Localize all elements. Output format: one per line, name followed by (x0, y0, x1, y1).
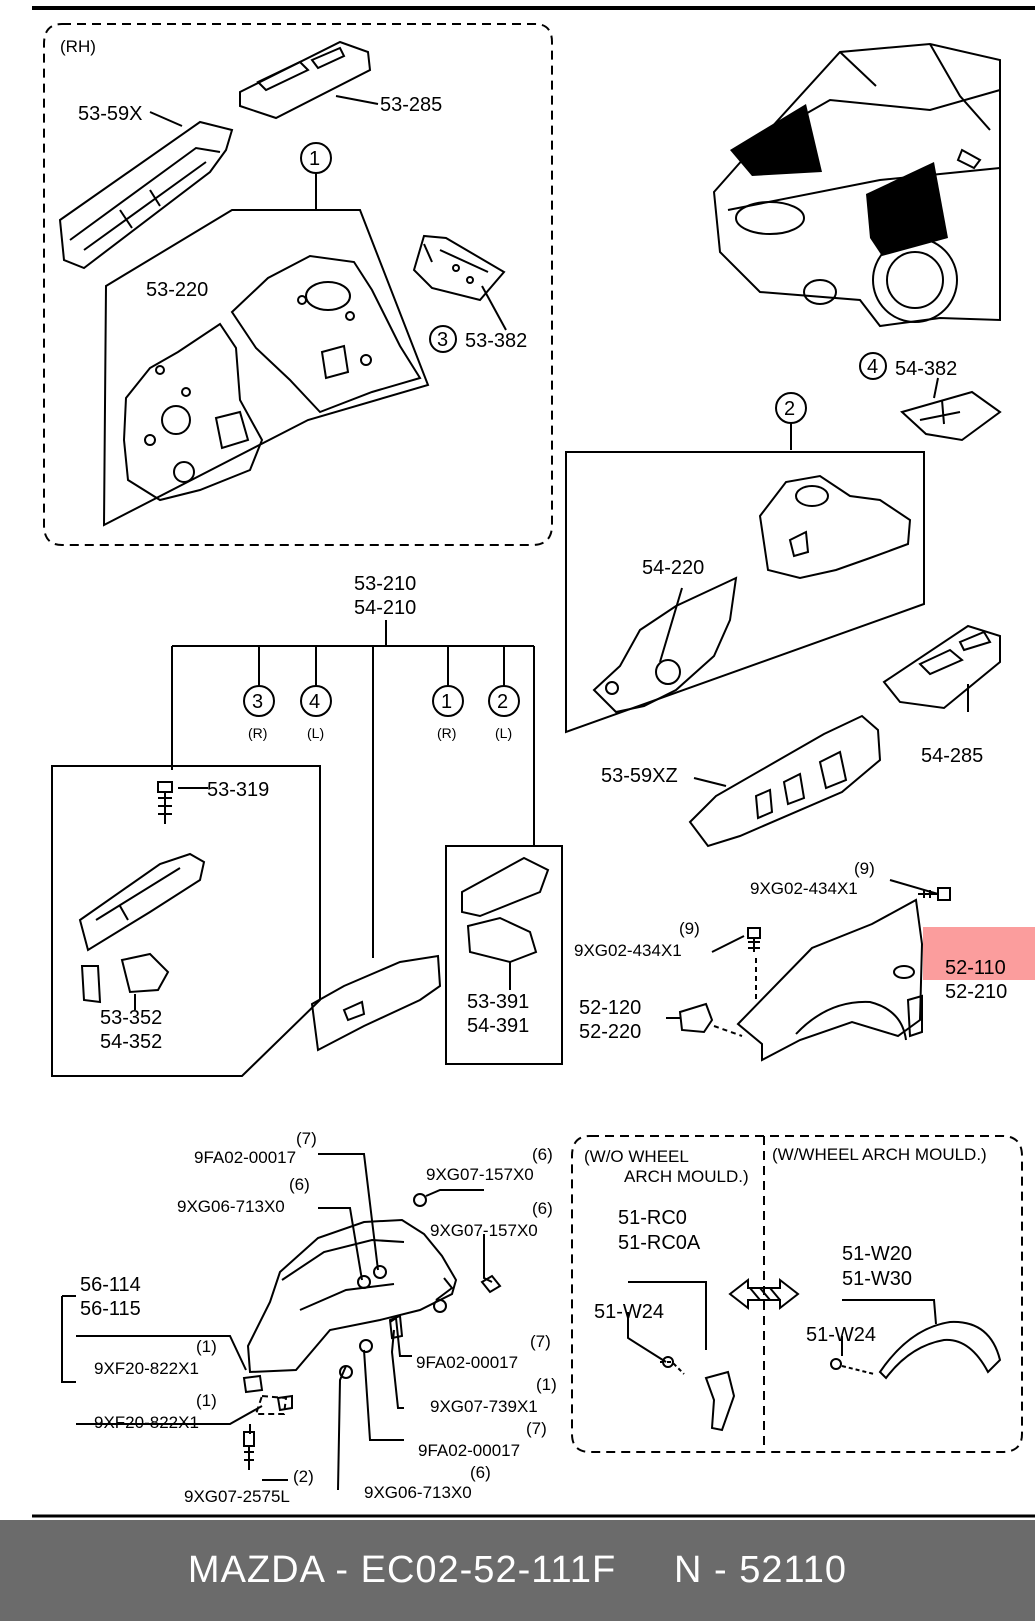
label-wo-wheel-1: (W/O WHEEL (584, 1147, 689, 1166)
qty-1b: (1) (196, 1391, 217, 1410)
highlight-52-110 (923, 927, 1035, 980)
label-9xg07-257: 9XG07-2575L (184, 1487, 290, 1506)
qty-6d: (6) (470, 1463, 491, 1482)
label-9xg02-mid: 9XG02-434X1 (574, 941, 682, 960)
qty-6c: (6) (532, 1199, 553, 1218)
sub-l-2: (L) (495, 725, 512, 741)
label-56-115: 56-115 (80, 1298, 141, 1320)
label-54-382: 54-382 (895, 358, 957, 380)
part-53-220 (122, 322, 264, 502)
qty-6a: (6) (289, 1175, 310, 1194)
label-56-114: 56-114 (80, 1274, 141, 1296)
label-53-391: 53-391 (467, 991, 529, 1013)
bolt-icon (747, 927, 761, 952)
double-arrow-icon (728, 1277, 800, 1311)
label-54-210: 54-210 (354, 597, 416, 619)
sub-r-1: (R) (248, 725, 267, 741)
label-53-59xz: 53-59XZ (601, 765, 678, 787)
label-51-w24b: 51-W24 (806, 1324, 876, 1346)
label-53-59x: 53-59X (78, 103, 143, 125)
part-53-382 (412, 234, 506, 302)
label-53-382: 53-382 (465, 330, 527, 352)
label-9xg07-b: 9XG07-157X0 (430, 1221, 538, 1240)
label-9fa02-a: 9FA02-00017 (194, 1148, 296, 1167)
lh-group (565, 392, 1001, 848)
label-9xf20-a: 9XF20-822X1 (94, 1359, 199, 1378)
tree-lines (51, 620, 563, 1077)
label-52-220: 52-220 (579, 1021, 641, 1043)
footer-bar: MAZDA - EC02-52-111F N - 52110 (0, 1520, 1035, 1621)
parts-diagram: (RH) 53-59X 53-285 1 53-220 3 53-382 4 5… (32, 6, 1035, 1518)
label-51-w24a: 51-W24 (594, 1301, 664, 1323)
label-54-352: 54-352 (100, 1031, 162, 1053)
label-9fa02-c: 9FA02-00017 (418, 1441, 520, 1460)
label-9xg06-a: 9XG06-713X0 (177, 1197, 285, 1216)
label-52-210: 52-210 (945, 981, 1007, 1003)
sub-l-1: (L) (307, 725, 324, 741)
qty-9a: (9) (854, 859, 875, 878)
part-56-114 (246, 1218, 458, 1374)
label-54-391: 54-391 (467, 1015, 529, 1037)
wheel-arch-group (571, 1135, 1023, 1453)
callout-4b: 4 (309, 691, 320, 713)
liner-group (61, 1153, 502, 1491)
part-53-285 (239, 40, 372, 120)
label-9xf20-b: 9XF20-822X1 (94, 1413, 199, 1432)
qty-1a: (1) (196, 1337, 217, 1356)
qty-7c: (7) (526, 1419, 547, 1438)
label-53-319: 53-319 (207, 779, 269, 801)
part-53-210 (310, 954, 442, 1052)
part-54-382 (900, 390, 1002, 442)
label-9xg06-b: 9XG06-713X0 (364, 1483, 472, 1502)
callout-1b: 1 (441, 691, 452, 713)
part-54-285 (882, 624, 1001, 710)
label-53-285: 53-285 (380, 94, 442, 116)
callout-3: 3 (437, 329, 448, 351)
part-number-caption: MAZDA - EC02-52-111F N - 52110 (187, 1549, 848, 1591)
part-53-391 (461, 856, 550, 918)
qty-7b: (7) (530, 1332, 551, 1351)
label-53-210: 53-210 (354, 573, 416, 595)
qty-7a: (7) (296, 1129, 317, 1148)
label-52-120: 52-120 (579, 997, 641, 1019)
label-wo-wheel-2: ARCH MOULD.) (624, 1167, 749, 1186)
label-w-wheel: (W/WHEEL ARCH MOULD.) (772, 1145, 987, 1164)
label-51-rc0a: 51-RC0A (618, 1232, 701, 1254)
part-53-59xz (688, 714, 882, 848)
label-9xg07-a: 9XG07-157X0 (426, 1165, 534, 1184)
part-53-59x (58, 120, 234, 270)
callout-4: 4 (867, 356, 878, 378)
part-52-110 (736, 898, 924, 1062)
label-51-w30: 51-W30 (842, 1268, 912, 1290)
label-rh: (RH) (60, 37, 96, 56)
label-9fa02-b: 9FA02-00017 (416, 1353, 518, 1372)
callout-2: 2 (784, 398, 795, 420)
fender-group (666, 879, 951, 1062)
label-52-110: 52-110 (945, 957, 1006, 979)
rh-group (43, 23, 553, 546)
label-51-rc0: 51-RC0 (618, 1207, 687, 1229)
callout-1: 1 (309, 148, 320, 170)
labels: (RH) 53-59X 53-285 1 53-220 3 53-382 4 5… (60, 37, 1007, 1506)
fender-highlight-shape (730, 104, 948, 256)
callout-2b: 2 (497, 691, 508, 713)
part-54-220 (592, 576, 738, 714)
label-9xg07-739: 9XG07-739X1 (430, 1397, 538, 1416)
bolt-icon (157, 781, 173, 824)
label-51-w20: 51-W20 (842, 1243, 912, 1265)
label-53-352: 53-352 (100, 1007, 162, 1029)
qty-6b: (6) (532, 1145, 553, 1164)
label-54-285: 54-285 (921, 745, 983, 767)
label-9xg02-upper: 9XG02-434X1 (750, 879, 858, 898)
car-icon (712, 42, 1001, 328)
qty-9b: (9) (679, 919, 700, 938)
qty-2: (2) (293, 1467, 314, 1486)
sub-r-2: (R) (437, 725, 456, 741)
bolt-icon (243, 1431, 255, 1470)
qty-1c: (1) (536, 1375, 557, 1394)
label-54-220: 54-220 (642, 557, 704, 579)
label-53-220: 53-220 (146, 279, 208, 301)
callout-3b: 3 (252, 691, 263, 713)
